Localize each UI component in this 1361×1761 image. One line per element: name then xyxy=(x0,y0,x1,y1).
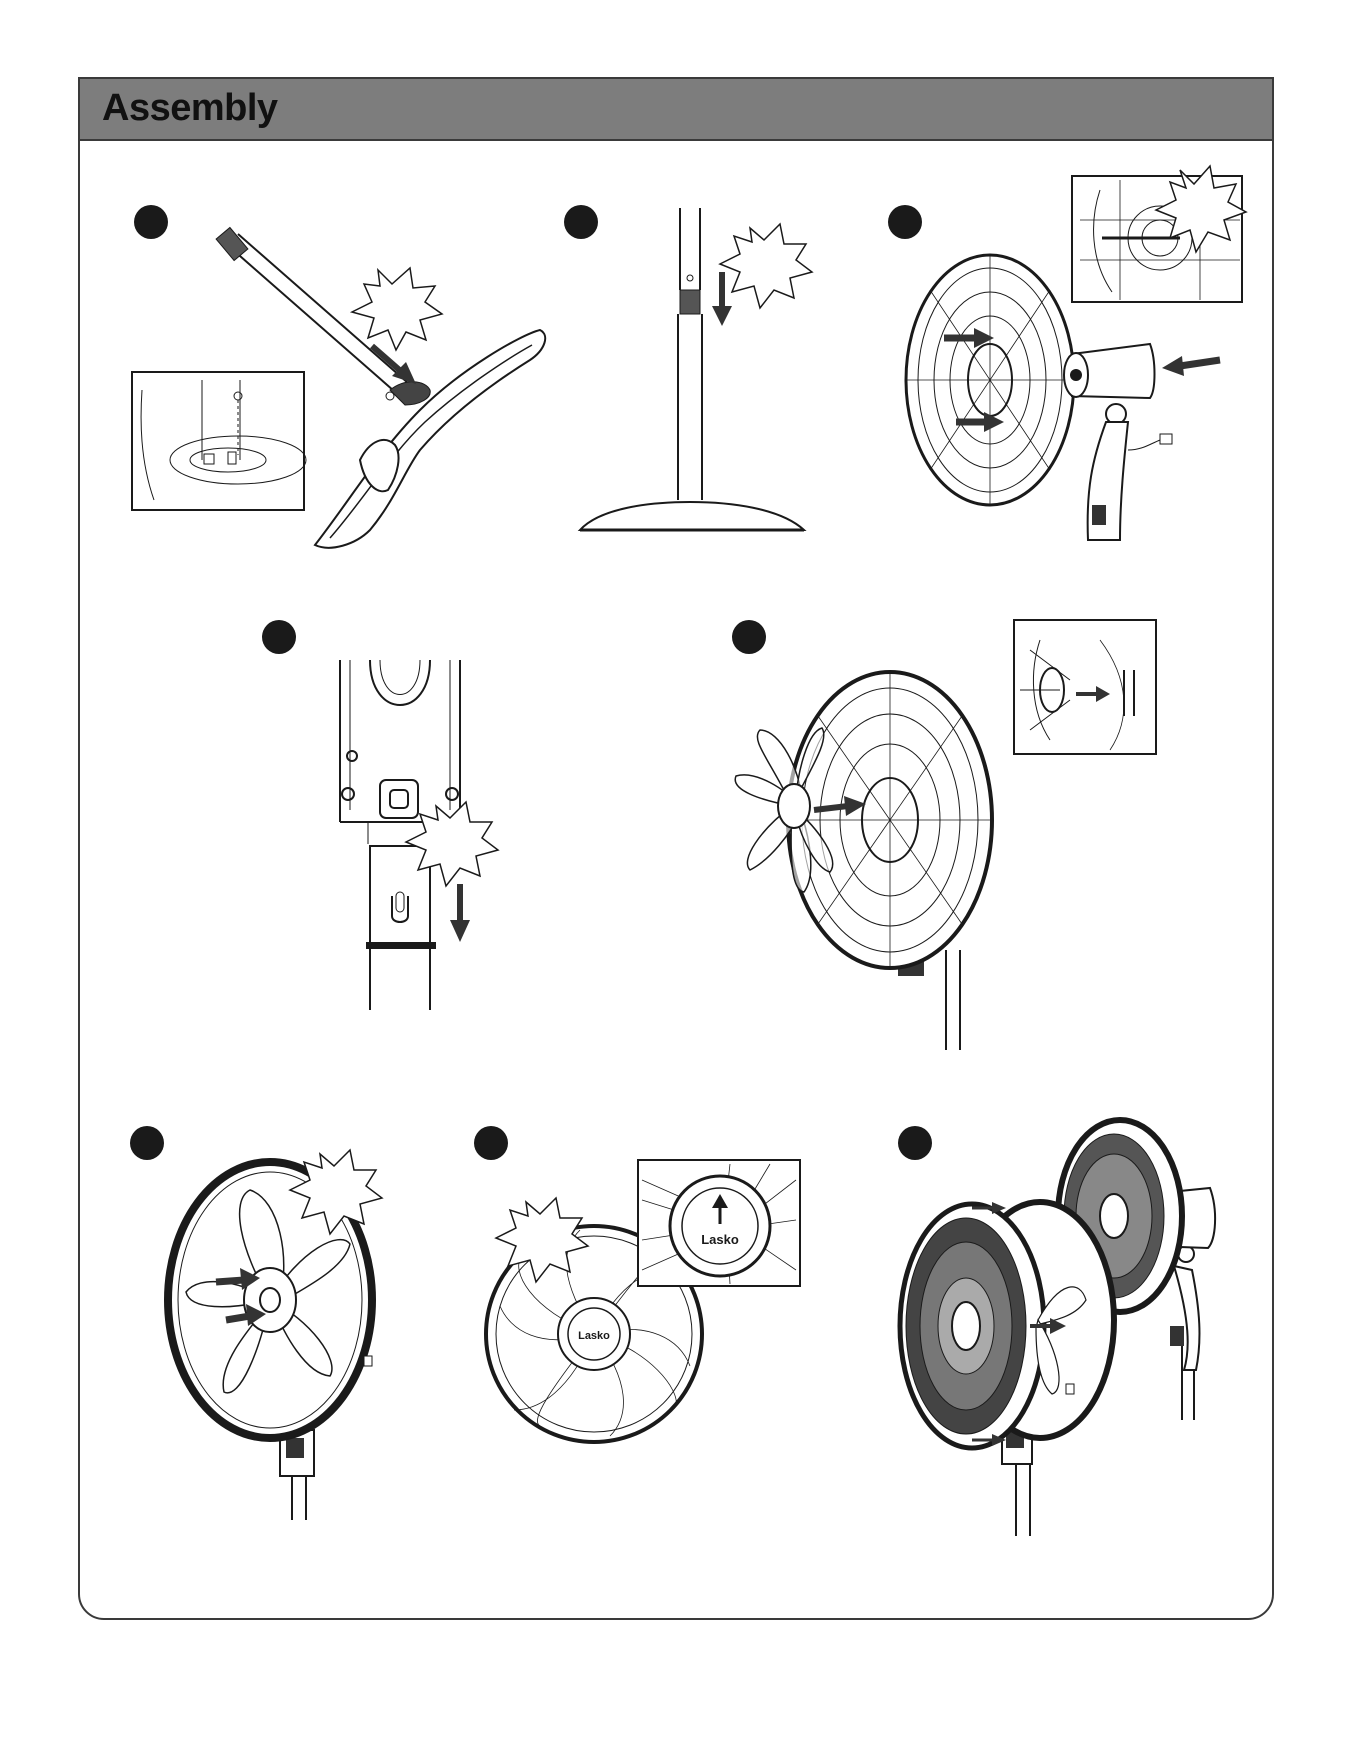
step-2 xyxy=(560,200,830,540)
step-8 xyxy=(890,1120,1260,1540)
step-7-illustration: Lasko Lasko xyxy=(470,1120,810,1460)
section-title: Assembly xyxy=(102,87,278,130)
step-4 xyxy=(260,620,560,1020)
step-3-illustration xyxy=(880,160,1260,560)
step-3 xyxy=(880,160,1260,560)
section-header: Assembly xyxy=(78,77,1274,141)
step-8-illustration xyxy=(890,1120,1260,1540)
grill-logo-text: Lasko xyxy=(578,1330,610,1342)
step-1-illustration xyxy=(120,200,560,560)
step-6 xyxy=(120,1120,440,1520)
step-7: Lasko Lasko xyxy=(470,1120,810,1460)
step-6-illustration xyxy=(120,1120,440,1520)
inset-logo-text: Lasko xyxy=(701,1232,739,1247)
step-1 xyxy=(120,200,560,560)
step-4-illustration xyxy=(260,620,560,1020)
step-5-illustration xyxy=(730,620,1170,1060)
step-5 xyxy=(730,620,1170,1060)
step-2-illustration xyxy=(560,200,830,540)
